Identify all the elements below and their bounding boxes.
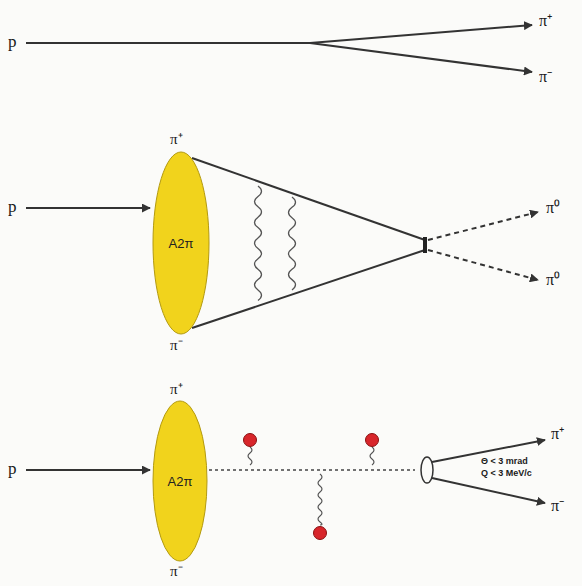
particle-label: π⁻ (170, 337, 183, 354)
particle-label: π⁻ (170, 563, 183, 580)
pion-line (310, 43, 532, 72)
atom-ellipse: A2π (152, 400, 208, 562)
particle-label: π⁰ (546, 199, 560, 217)
photon-line (289, 197, 296, 290)
pion-line (432, 478, 545, 503)
particle-label: π⁻ (539, 68, 552, 86)
particle-label: π⁺ (539, 12, 552, 30)
particle-label: π⁺ (170, 381, 183, 398)
particle-label: π⁰ (546, 271, 560, 289)
particle-label: p (8, 198, 17, 217)
pion-line (192, 158, 425, 240)
ellipse-shape (153, 152, 209, 334)
proton-arrow (26, 469, 150, 471)
target-atom (244, 434, 257, 447)
neutral-pion-line (428, 250, 538, 280)
particle-label: p (8, 33, 17, 52)
kinematic-cut: Θ < 3 mrad (481, 457, 528, 467)
particle-label: π⁺ (170, 131, 183, 148)
proton-arrow (26, 207, 150, 209)
photon-line (370, 447, 374, 465)
atom-ellipse: A2π (152, 151, 210, 335)
atom-name: A2π (168, 474, 193, 489)
vertex (423, 237, 427, 253)
atom-path (209, 469, 415, 471)
particle-label: p (8, 460, 17, 479)
pion-line (192, 250, 425, 328)
particle-label: π⁻ (551, 497, 564, 515)
target-atom (314, 527, 327, 540)
particle-label: π⁺ (551, 425, 564, 443)
proton-line (26, 42, 310, 44)
target-atom (366, 434, 379, 447)
atom-name: A2π (169, 236, 194, 251)
pion-line (310, 25, 532, 43)
ellipse-shape (153, 401, 207, 561)
neutral-pion-line (428, 212, 538, 240)
photon-line (318, 474, 322, 525)
photon-line (255, 186, 262, 300)
kinematic-cut: Q < 3 MeV/c (481, 469, 532, 479)
photon-line (248, 447, 252, 465)
cone-opening (421, 457, 433, 483)
